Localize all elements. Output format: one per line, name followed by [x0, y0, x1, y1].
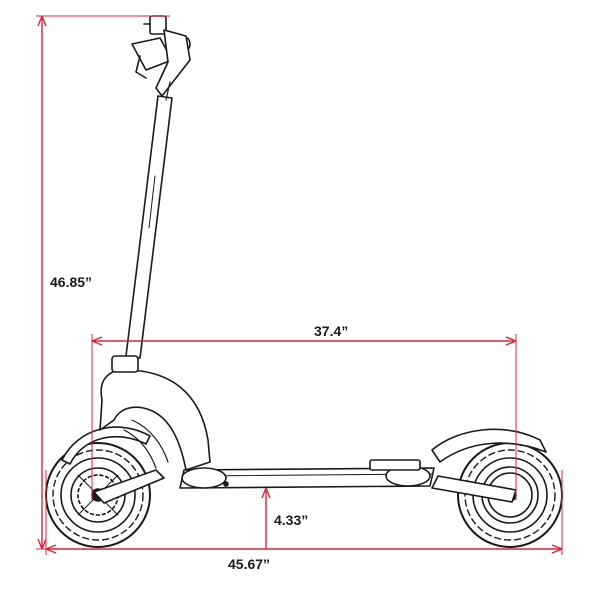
clearance-label: 4.33” [272, 512, 311, 528]
length-label: 45.67” [226, 556, 273, 572]
rear-fender [431, 428, 547, 463]
scooter-drawing [45, 15, 563, 548]
rear-swing-arm [431, 475, 517, 503]
dimension-lines [36, 15, 563, 555]
handlebar-assembly [131, 15, 191, 101]
wheelbase-label: 37.4” [312, 323, 351, 339]
height-label: 46.85” [48, 274, 95, 290]
front-fork-housing [99, 369, 211, 471]
deck [179, 467, 435, 489]
folding-clamp [111, 355, 139, 373]
front-swing-arm [93, 469, 165, 504]
front-fender [61, 426, 151, 465]
